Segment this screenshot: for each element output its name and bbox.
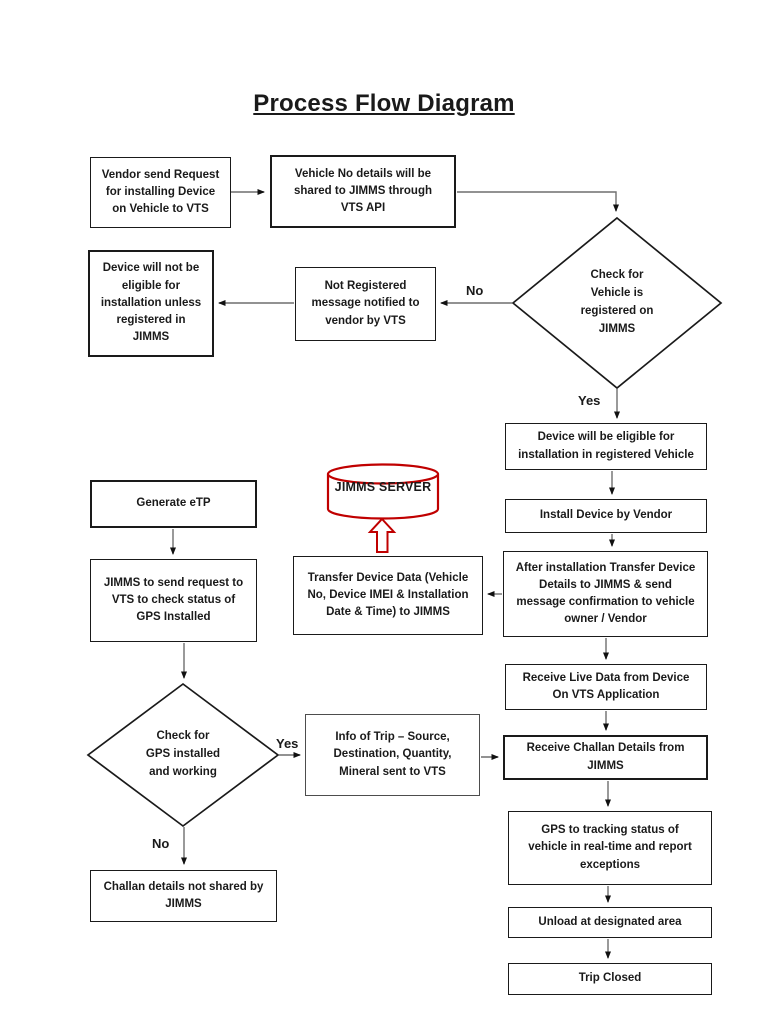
node-info-of-trip: Info of Trip – Source, Destination, Quan… [305,714,480,796]
decision-text-vehicle-registered: Check for Vehicle is registered on JIMMS [580,269,654,335]
node-generate-etp: Generate eTP [90,480,257,528]
decision-diamond-gps-working [86,682,280,828]
node-trip-closed: Trip Closed [508,963,712,995]
page-title: Process Flow Diagram [253,90,515,117]
node-gps-tracking-status: GPS to tracking status of vehicle in rea… [508,811,712,885]
node-not-registered-message: Not Registered message notified to vendo… [295,267,436,341]
edge-label-no-top: No [466,283,484,298]
node-unload-designated-area: Unload at designated area [508,907,712,938]
block-arrow-up-to-server [367,517,397,553]
node-vendor-send-request: Vendor send Request for installing Devic… [90,157,231,228]
edge-label-yes-top: Yes [578,393,601,408]
node-challan-not-shared: Challan details not shared by JIMMS [90,870,277,922]
node-transfer-device-data: Transfer Device Data (Vehicle No, Device… [293,556,483,635]
node-receive-challan-details: Receive Challan Details from JIMMS [503,735,708,780]
node-receive-live-data: Receive Live Data from Device On VTS App… [505,664,707,710]
node-install-device: Install Device by Vendor [505,499,707,533]
edge-label-yes-bottom: Yes [276,736,299,751]
jimms-server-cylinder [326,463,440,520]
arrow-vehicle-to-diamond1 [457,191,619,212]
connector-lines [170,189,620,959]
edge-label-no-bottom: No [152,836,170,851]
node-device-eligible: Device will be eligible for installation… [505,423,707,470]
decision-text-gps-working: Check for GPS installed and working [145,730,221,778]
node-jimms-send-request: JIMMS to send request to VTS to check st… [90,559,257,642]
node-after-installation-transfer: After installation Transfer Device Detai… [503,551,708,637]
jimms-server-label: JIMMS SERVER [334,480,432,494]
node-device-not-eligible: Device will not be eligible for installa… [88,250,214,357]
decision-diamond-vehicle-registered [511,216,723,390]
node-vehicle-no-details: Vehicle No details will be shared to JIM… [270,155,456,228]
